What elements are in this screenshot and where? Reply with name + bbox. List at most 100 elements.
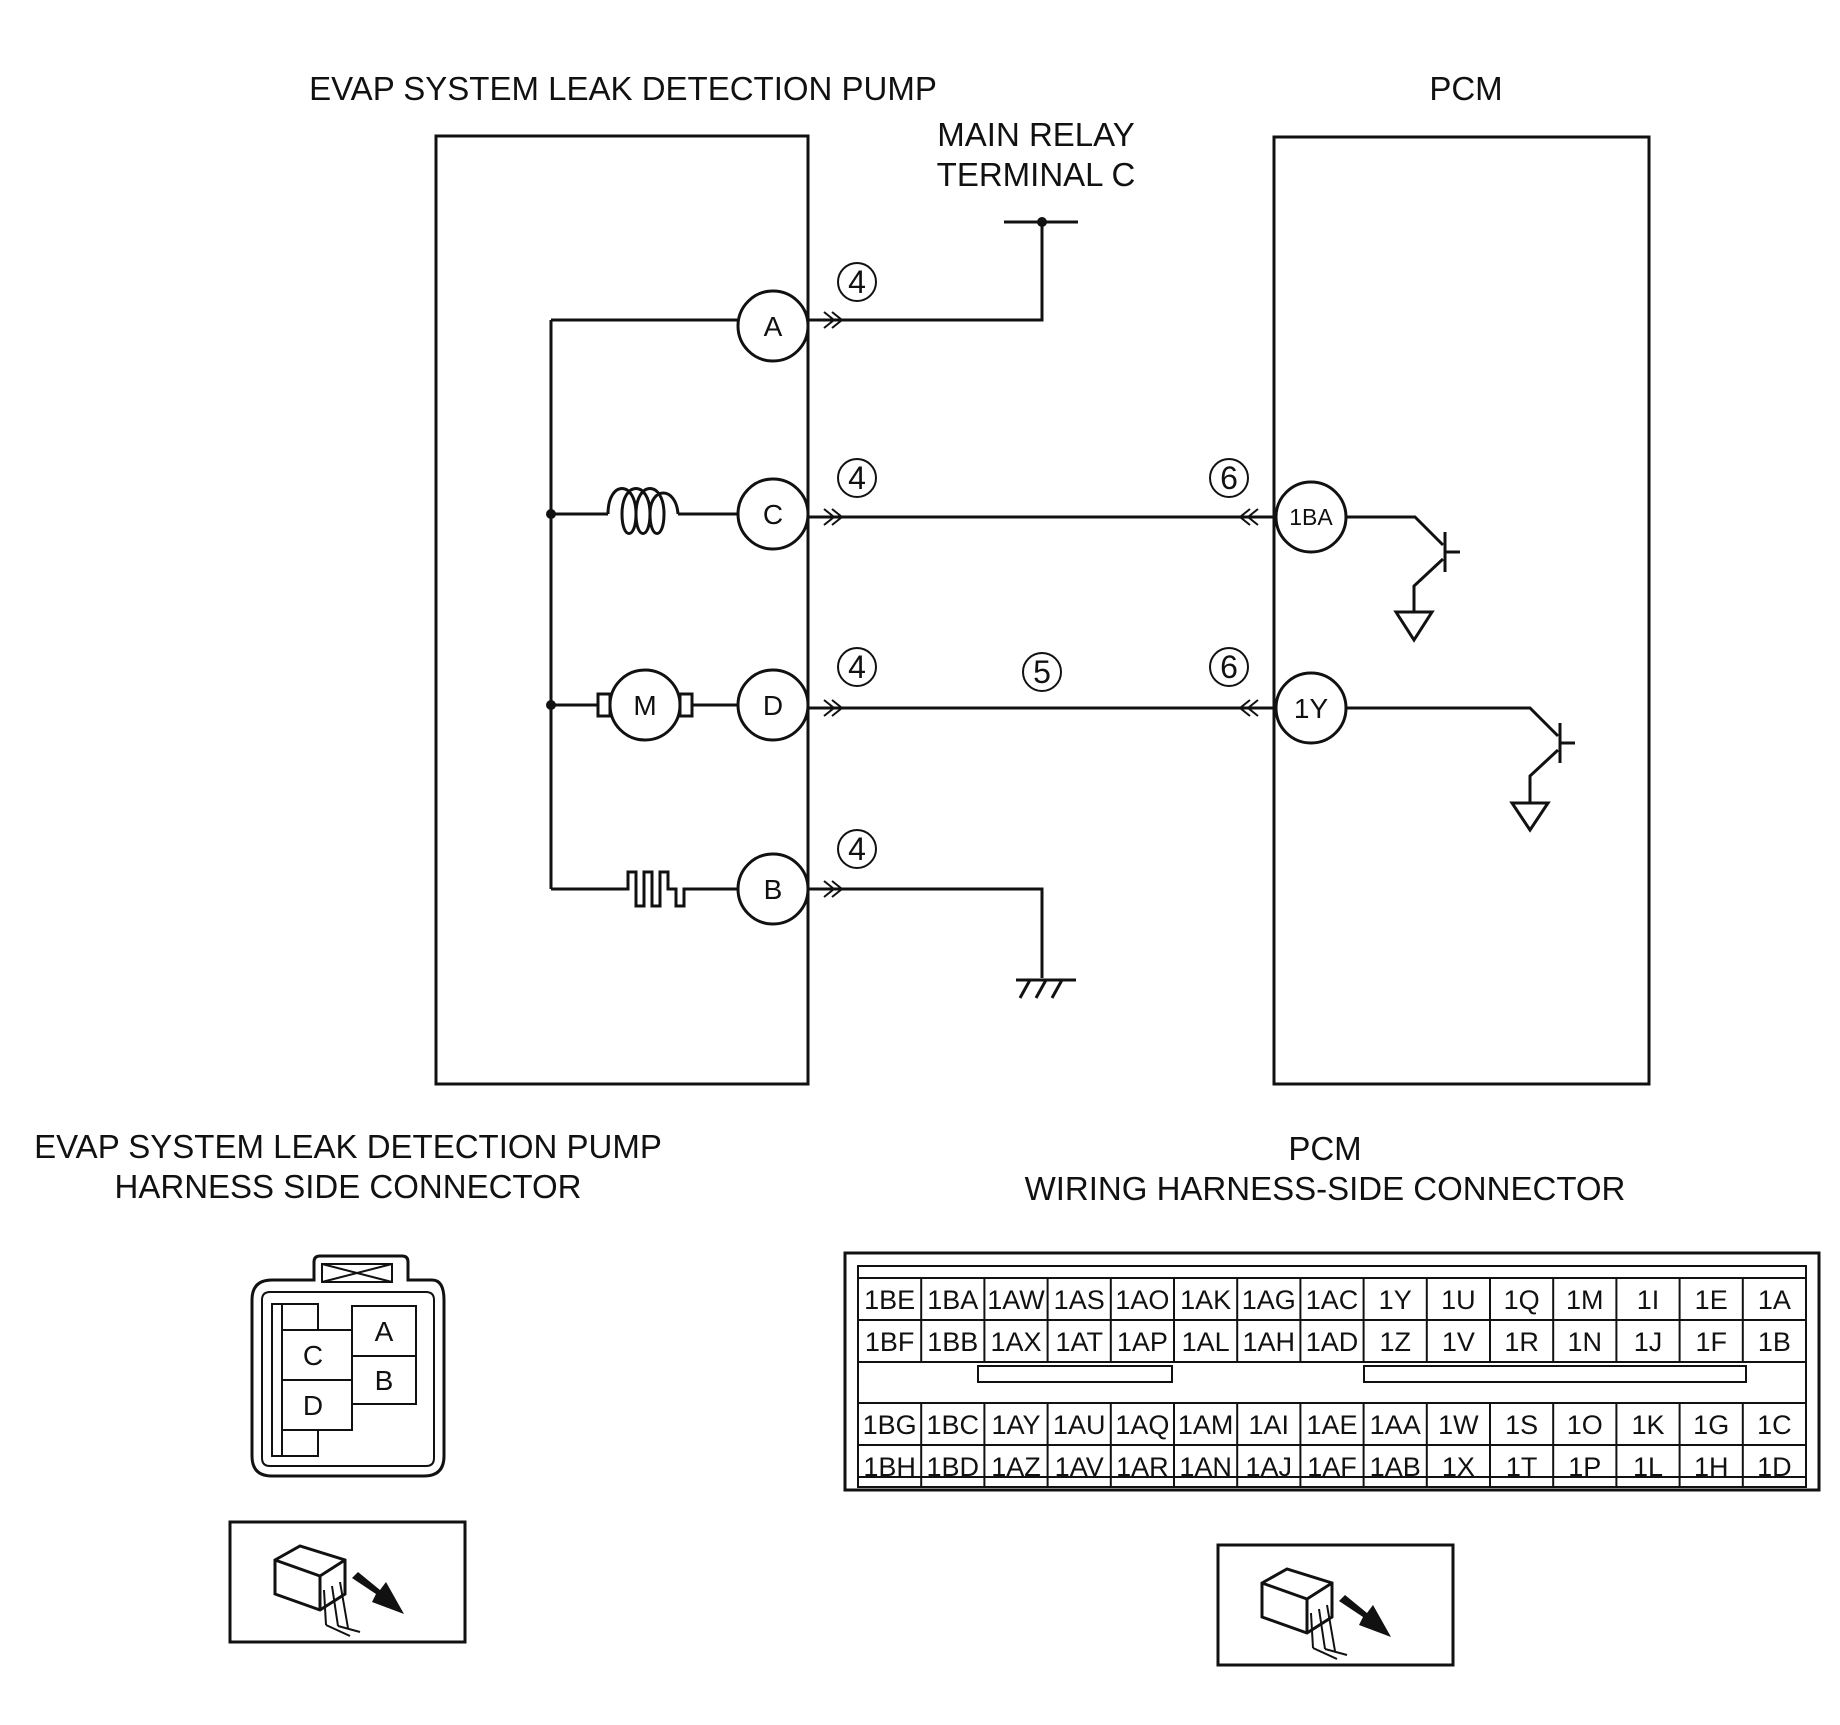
pcm-pin-1af: 1AF (1307, 1452, 1357, 1482)
wire-number-label: 6 (1220, 649, 1238, 685)
pump-title: EVAP SYSTEM LEAK DETECTION PUMP (309, 70, 937, 107)
pump-connector-title: EVAP SYSTEM LEAK DETECTION PUMP (34, 1128, 662, 1165)
connector-chevron-icon (1238, 508, 1259, 717)
pcm-connector-key (977, 1365, 1173, 1383)
pump-harness-connector (250, 1254, 446, 1478)
pcm-pin-1b: 1B (1758, 1327, 1791, 1357)
pcm-pin-1bd: 1BD (927, 1452, 980, 1482)
svg-text:B: B (764, 874, 783, 905)
pcm-pin-1k: 1K (1631, 1410, 1664, 1440)
pcm-pin-1al: 1AL (1182, 1327, 1230, 1357)
pcm-pin-1h: 1H (1694, 1452, 1729, 1482)
pcm-pin-1a: 1A (1758, 1285, 1791, 1315)
pcm-pin-1aj: 1AJ (1246, 1452, 1293, 1482)
pcm-pin-1g: 1G (1693, 1410, 1729, 1440)
pump-terminal-d: D (736, 668, 810, 742)
pcm-pin-1n: 1N (1568, 1327, 1603, 1357)
motor-label: M (633, 690, 656, 721)
main-relay-label: MAIN RELAY (937, 116, 1134, 153)
wire-number-label: 4 (848, 460, 866, 496)
pcm-pin-1at: 1AT (1055, 1327, 1103, 1357)
pcm-pin-1p: 1P (1568, 1452, 1601, 1482)
pcm-pin-1as: 1AS (1054, 1285, 1105, 1315)
pcm-pin-1m: 1M (1566, 1285, 1604, 1315)
pcm-pin-1bh: 1BH (863, 1452, 916, 1482)
svg-text:1Y: 1Y (1294, 693, 1329, 724)
wire-b-ground (808, 887, 1044, 978)
svg-text:D: D (763, 690, 783, 721)
wire-number-label: 5 (1033, 654, 1051, 690)
pcm-terminal-1ba: 1BA (1274, 480, 1348, 554)
harness-side-view-icon (1216, 1543, 1455, 1667)
pump-connector-cell-b: B (375, 1365, 394, 1396)
pcm-pin-1au: 1AU (1053, 1410, 1106, 1440)
pcm-pin-1bc: 1BC (927, 1410, 980, 1440)
pump-connector-subtitle: HARNESS SIDE CONNECTOR (115, 1168, 582, 1205)
pcm-pin-1l: 1L (1633, 1452, 1663, 1482)
solenoid-coil-icon (606, 487, 680, 535)
wire-number-label: 4 (848, 649, 866, 685)
harness-side-view-icon (228, 1520, 467, 1644)
wire-number-label: 4 (848, 831, 866, 867)
pcm-pin-1v: 1V (1442, 1327, 1475, 1357)
heater-icon (615, 870, 738, 908)
main-relay-terminal-label: TERMINAL C (937, 156, 1136, 193)
pcm-pin-1ao: 1AO (1115, 1285, 1169, 1315)
pcm-pin-1ay: 1AY (991, 1410, 1040, 1440)
pcm-pin-1z: 1Z (1379, 1327, 1411, 1357)
pcm-pin-1o: 1O (1567, 1410, 1603, 1440)
pcm-connector-key (1363, 1365, 1747, 1383)
pcm-pin-1ah: 1AH (1243, 1327, 1296, 1357)
pcm-pin-1be: 1BE (864, 1285, 915, 1315)
svg-text:1BA: 1BA (1289, 504, 1333, 530)
transistor-icon (1346, 515, 1460, 643)
pcm-connector-subtitle: WIRING HARNESS-SIDE CONNECTOR (1025, 1170, 1626, 1207)
pcm-pin-1ax: 1AX (990, 1327, 1041, 1357)
svg-text:A: A (764, 311, 783, 342)
pcm-pin-1i: 1I (1637, 1285, 1660, 1315)
pcm-pin-1av: 1AV (1055, 1452, 1104, 1482)
connector-chevron-icon (823, 311, 844, 898)
pcm-pin-1bb: 1BB (927, 1327, 978, 1357)
pcm-pin-1aq: 1AQ (1115, 1410, 1169, 1440)
pcm-pin-1aw: 1AW (987, 1285, 1045, 1315)
pump-terminal-c: C (736, 477, 810, 551)
pcm-pin-1ab: 1AB (1370, 1452, 1421, 1482)
pcm-connector-title: PCM (1288, 1130, 1361, 1167)
wire-number-label: 4 (848, 264, 866, 300)
wire-number-label: 6 (1220, 460, 1238, 496)
pcm-pin-1ba: 1BA (927, 1285, 978, 1315)
pump-connector-cell-d: D (303, 1390, 323, 1421)
pcm-pin-1j: 1J (1634, 1327, 1663, 1357)
pump-terminal-a: A (736, 289, 810, 363)
pcm-pin-1aa: 1AA (1370, 1410, 1421, 1440)
pcm-terminal-1y: 1Y (1274, 671, 1348, 745)
pcm-connector-outer (843, 1251, 1821, 1492)
pump-connector-cell-c: C (303, 1340, 323, 1371)
chassis-ground-icon (1016, 978, 1076, 999)
pcm-pin-1f: 1F (1695, 1327, 1727, 1357)
pcm-pin-1bg: 1BG (863, 1410, 917, 1440)
pcm-pin-1d: 1D (1757, 1452, 1792, 1482)
pcm-title: PCM (1429, 70, 1502, 107)
pcm-pin-1ai: 1AI (1249, 1410, 1290, 1440)
pcm-pin-1c: 1C (1757, 1410, 1792, 1440)
pcm-pin-1am: 1AM (1178, 1410, 1234, 1440)
pcm-pin-1w: 1W (1438, 1410, 1479, 1440)
pcm-pin-1az: 1AZ (991, 1452, 1041, 1482)
pcm-pin-1ak: 1AK (1180, 1285, 1231, 1315)
pcm-pin-1q: 1Q (1504, 1285, 1540, 1315)
pcm-pin-1ac: 1AC (1306, 1285, 1359, 1315)
transistor-icon (1346, 706, 1575, 833)
pcm-pin-1bf: 1BF (865, 1327, 915, 1357)
pump-box (434, 134, 810, 1086)
pcm-pin-1r: 1R (1504, 1327, 1539, 1357)
pcm-pin-1x: 1X (1442, 1452, 1475, 1482)
pump-terminal-b: B (736, 852, 810, 926)
pcm-pin-1ae: 1AE (1306, 1410, 1357, 1440)
pcm-pin-1t: 1T (1506, 1452, 1538, 1482)
pcm-pin-1e: 1E (1695, 1285, 1728, 1315)
pcm-pin-1ag: 1AG (1242, 1285, 1296, 1315)
